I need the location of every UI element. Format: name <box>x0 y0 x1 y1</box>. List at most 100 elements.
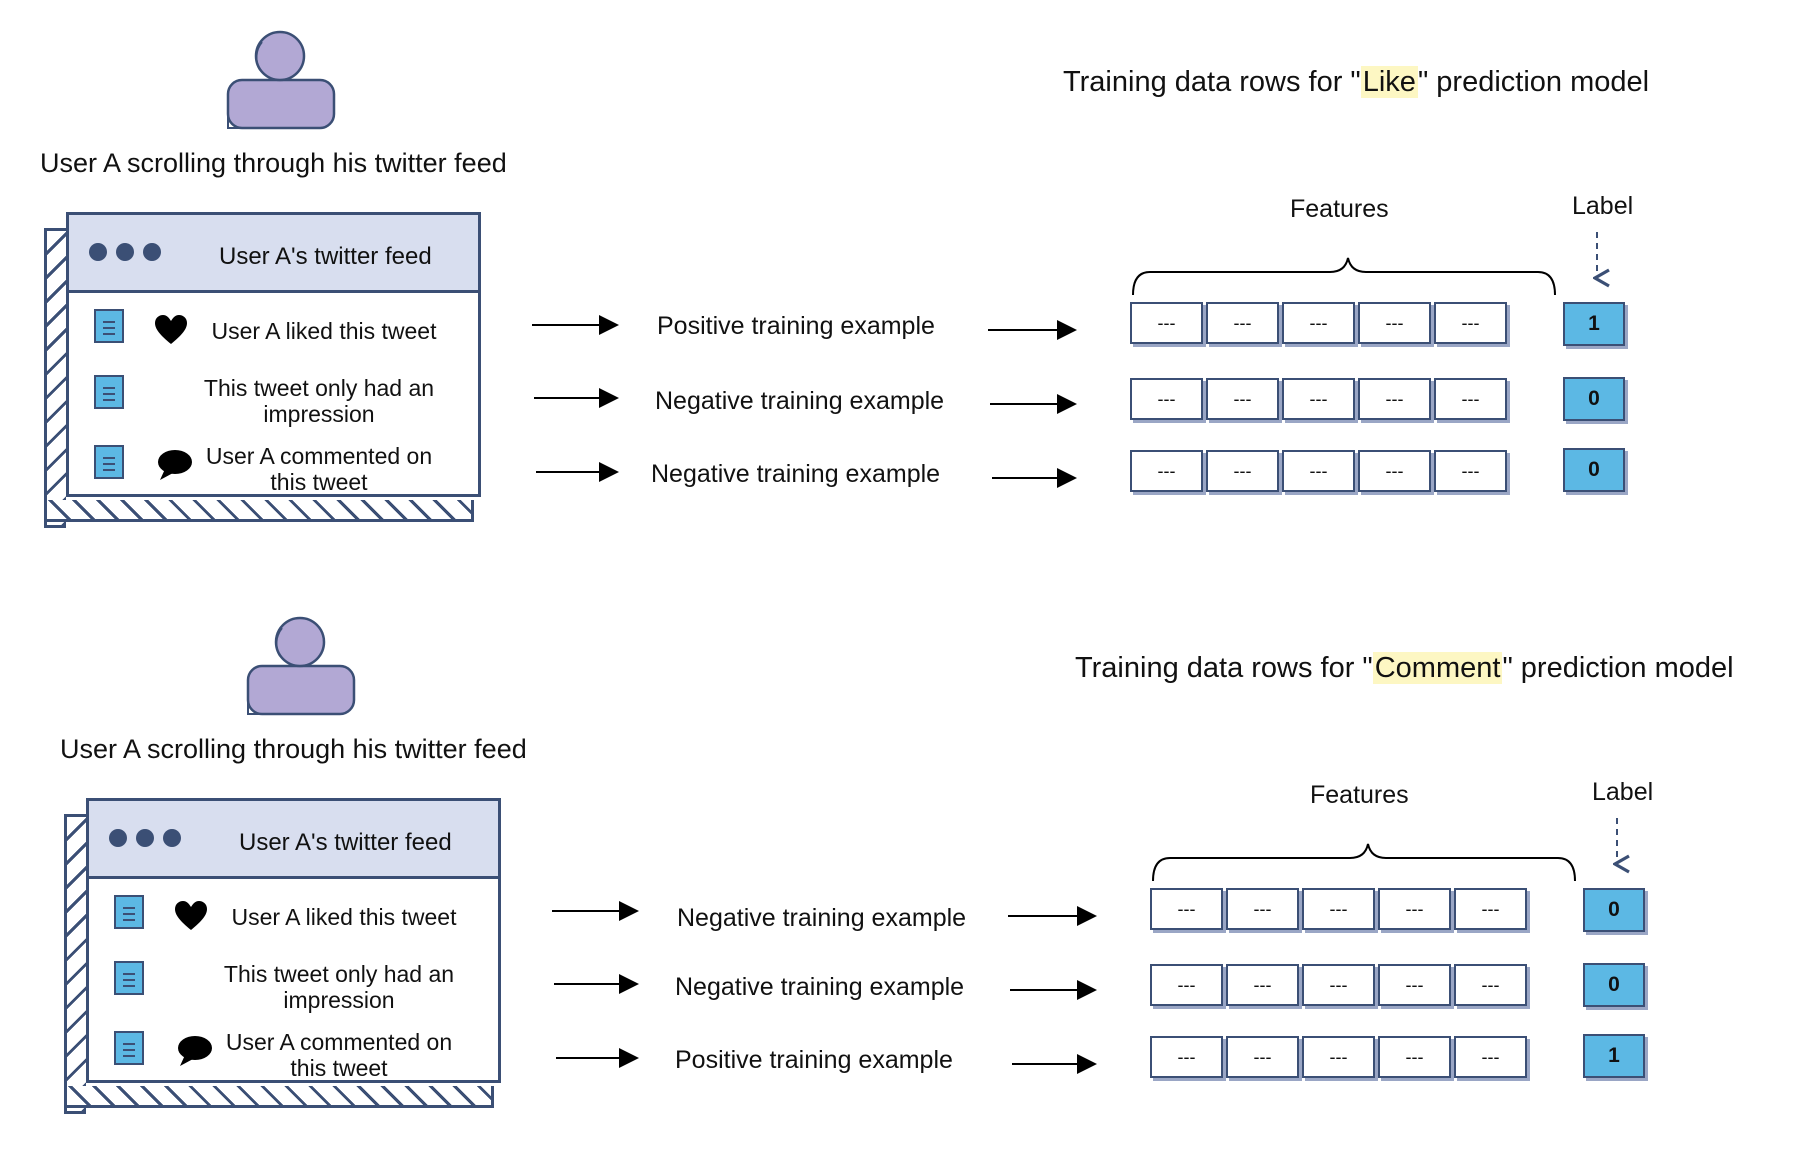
feed-item-text-line: User A commented on <box>205 443 433 469</box>
feature-cell: --- <box>1226 1036 1299 1078</box>
feature-cell: --- <box>1130 450 1203 492</box>
feature-cell: --- <box>1358 450 1431 492</box>
feed-item-text-line: User A commented on <box>225 1029 453 1055</box>
feature-cell: --- <box>1454 888 1527 930</box>
feature-cell: --- <box>1130 378 1203 420</box>
feature-cell: --- <box>1302 1036 1375 1078</box>
label-cell: 1 <box>1583 1034 1645 1078</box>
feed-header: User A's twitter feed <box>89 801 498 879</box>
feature-row: --- --- --- --- --- <box>1130 450 1510 494</box>
feature-cell: --- <box>1434 302 1507 344</box>
feature-cell: --- <box>1226 888 1299 930</box>
window-dot <box>109 829 127 847</box>
feed-title: User A's twitter feed <box>239 829 452 856</box>
feature-cell: --- <box>1282 378 1355 420</box>
feature-cell: --- <box>1150 964 1223 1006</box>
tweet-icon <box>94 375 124 409</box>
feed-item-text-line: This tweet only had an <box>223 961 455 987</box>
speech-bubble-icon <box>178 1036 212 1066</box>
example-label: Positive training example <box>657 312 935 340</box>
user-avatar-icon <box>246 616 356 716</box>
window-dot <box>89 243 107 261</box>
example-label: Negative training example <box>675 973 965 1001</box>
label-cell: 0 <box>1583 888 1645 932</box>
example-label: Positive training example <box>675 1046 953 1074</box>
label-cell: 1 <box>1563 302 1625 346</box>
feed-item-text: User A liked this tweet <box>231 904 457 930</box>
window-dot <box>163 829 181 847</box>
feature-cell: --- <box>1150 1036 1223 1078</box>
feature-cell: --- <box>1378 888 1451 930</box>
feature-cell: --- <box>1130 302 1203 344</box>
heart-icon <box>155 315 187 344</box>
feature-cell: --- <box>1302 964 1375 1006</box>
tweet-icon <box>114 895 144 929</box>
features-brace <box>1132 257 1556 296</box>
section-like-model: User A scrolling through his twitter fee… <box>0 0 1793 574</box>
feed-item-text: User A commented on this tweet <box>199 443 439 496</box>
example-label: Negative training example <box>655 387 945 415</box>
feature-row: --- --- --- --- --- <box>1130 378 1510 422</box>
feature-cell: --- <box>1150 888 1223 930</box>
feed-item-text: This tweet only had an impression <box>199 375 439 428</box>
label-cell: 0 <box>1563 377 1625 421</box>
feature-cell: --- <box>1434 450 1507 492</box>
feed-header: User A's twitter feed <box>69 215 478 293</box>
model-title: Training data rows for "Like" prediction… <box>1063 66 1649 99</box>
feed-item-text-line: This tweet only had an <box>203 375 435 401</box>
title-suffix: " prediction model <box>1502 652 1734 684</box>
feed-item-text: User A commented on this tweet <box>219 1029 459 1082</box>
title-suffix: " prediction model <box>1417 66 1650 98</box>
feature-cell: --- <box>1454 964 1527 1006</box>
feature-cell: --- <box>1206 378 1279 420</box>
user-caption: User A scrolling through his twitter fee… <box>40 148 507 178</box>
feature-cell: --- <box>1378 1036 1451 1078</box>
heart-icon <box>175 901 207 930</box>
example-label: Negative training example <box>651 460 941 488</box>
feature-row: --- --- --- --- --- <box>1150 964 1530 1008</box>
feed-window: User A's twitter feed User A liked this … <box>86 798 501 1083</box>
title-highlight: Like <box>1360 66 1418 98</box>
feature-cell: --- <box>1282 302 1355 344</box>
speech-bubble-icon <box>158 450 192 480</box>
features-label: Features <box>1290 195 1389 223</box>
feature-cell: --- <box>1454 1036 1527 1078</box>
tweet-icon <box>114 961 144 995</box>
feature-cell: --- <box>1358 302 1431 344</box>
tweet-icon <box>114 1031 144 1065</box>
feature-cell: --- <box>1434 378 1507 420</box>
feature-cell: --- <box>1282 450 1355 492</box>
feature-cell: --- <box>1302 888 1375 930</box>
tweet-icon <box>94 309 124 343</box>
section-comment-model: User A scrolling through his twitter fee… <box>0 586 1793 1160</box>
arrows-layer <box>532 232 1793 488</box>
feed-window: User A's twitter feed User A liked this … <box>66 212 481 497</box>
example-label: Negative training example <box>677 904 967 932</box>
tweet-icon <box>94 445 124 479</box>
feed-item-text: This tweet only had an impression <box>219 961 459 1014</box>
feed-title: User A's twitter feed <box>219 243 432 270</box>
title-prefix: Training data rows for " <box>1063 66 1361 98</box>
title-prefix: Training data rows for " <box>1075 652 1373 684</box>
feed-item-text-line: this tweet <box>270 469 368 496</box>
feature-row: --- --- --- --- --- <box>1150 1036 1530 1080</box>
label-cell: 0 <box>1583 963 1645 1007</box>
feed-item-text: User A liked this tweet <box>211 318 437 344</box>
model-title: Training data rows for "Comment" predict… <box>1075 652 1734 685</box>
feature-cell: --- <box>1226 964 1299 1006</box>
feed-item-text-line: this tweet <box>290 1055 388 1082</box>
label-header: Label <box>1572 192 1634 220</box>
user-caption: User A scrolling through his twitter fee… <box>60 734 527 764</box>
title-highlight: Comment <box>1372 652 1503 684</box>
feature-cell: --- <box>1206 302 1279 344</box>
label-header: Label <box>1592 778 1654 806</box>
feature-row: --- --- --- --- --- <box>1130 302 1510 346</box>
feed-window-depth <box>64 814 86 1114</box>
feature-cell: --- <box>1206 450 1279 492</box>
feed-window-depth <box>44 228 66 528</box>
features-brace <box>1152 843 1576 882</box>
feed-item-text-line: impression <box>263 401 375 428</box>
window-dot <box>116 243 134 261</box>
feed-window-depth <box>64 1086 494 1108</box>
label-cell: 0 <box>1563 448 1625 492</box>
